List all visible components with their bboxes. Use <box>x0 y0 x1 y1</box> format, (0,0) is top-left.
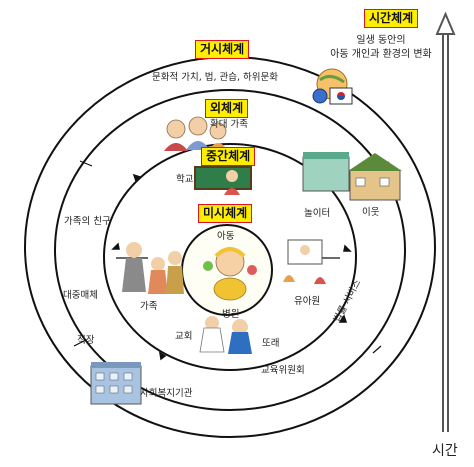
label-school: 학교 <box>176 174 194 185</box>
label-workplace: 직장 <box>77 335 95 346</box>
label-neighbors: 이웃 <box>362 207 380 218</box>
label-family-friends: 가족의 친구 <box>64 216 111 227</box>
label-playground: 놀이터 <box>304 208 331 219</box>
time-axis-arrow <box>435 11 456 432</box>
exosystem-ring <box>54 89 406 411</box>
macrosystem-tag: 거시체계 <box>195 40 250 59</box>
label-hospital: 병원 <box>222 309 240 320</box>
label-peers: 또래 <box>262 338 280 349</box>
chrono-note-line2: 아동 개인과 환경의 변화 <box>330 49 432 60</box>
label-education-board: 교육위원회 <box>261 365 305 376</box>
mesosystem-ring <box>103 143 357 371</box>
chronosystem-tag: 시간체계 <box>364 9 419 28</box>
exosystem-tag: 외체계 <box>205 99 249 118</box>
school-illustration <box>194 166 252 195</box>
center-label: 아동 <box>217 231 235 242</box>
kindergarten-illustration <box>283 239 326 284</box>
family-illustration <box>122 242 184 294</box>
label-extended-family: 확대 가족 <box>210 119 248 130</box>
label-family: 가족 <box>140 301 158 312</box>
chrono-note: 일생 동안의 아동 개인과 환경의 변화 <box>328 34 434 62</box>
label-church: 교회 <box>175 331 193 342</box>
label-mass-media: 대중매체 <box>63 290 98 301</box>
label-kindergarten: 유아원 <box>294 296 321 307</box>
extended-family-illustration <box>164 116 228 151</box>
microsystem-tag: 미시체계 <box>198 204 253 223</box>
neighborhood-illustration <box>302 152 402 201</box>
macro-caption: 문화적 가치, 법, 관습, 하위문화 <box>152 72 279 83</box>
globe-flag-illustration <box>312 68 353 105</box>
mesosystem-tag: 중간체계 <box>201 147 256 166</box>
label-social-welfare: 사회복지기관 <box>140 388 193 399</box>
chrono-note-line1: 일생 동안의 <box>356 35 406 46</box>
hospital-illustration <box>199 316 252 354</box>
welfare-building-illustration <box>90 362 142 405</box>
time-axis-label: 시간 <box>432 443 458 459</box>
ring-arrows <box>111 173 352 361</box>
child-illustration <box>203 247 257 301</box>
